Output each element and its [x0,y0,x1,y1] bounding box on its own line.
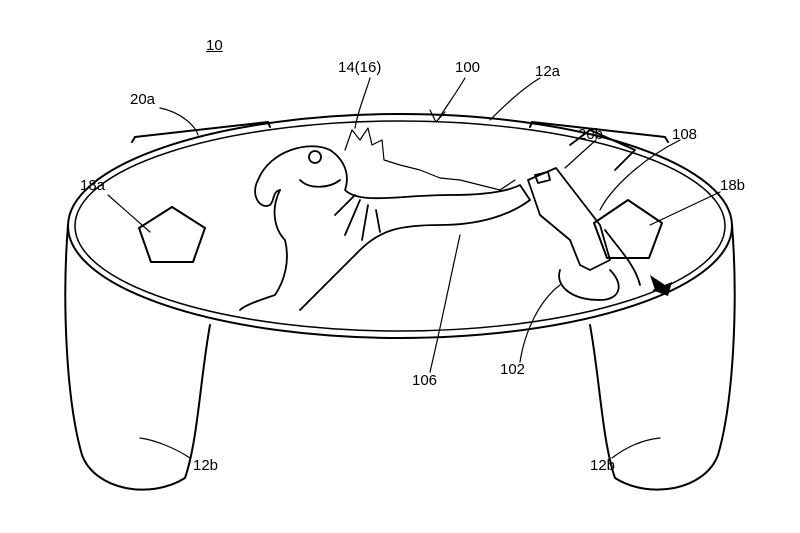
label-button-20a: 20a [130,91,156,108]
hand-108 [569,129,641,286]
display-screen-inner [74,120,726,332]
label-button-18b: 18b [720,177,746,194]
figure-ref-10: 10 [206,37,223,54]
label-display: 14(16) [338,59,382,76]
label-button-20b: 20b [578,126,604,143]
button-18b-pentagon [593,199,663,259]
display-screen-outer [67,113,733,339]
button-20b [529,121,669,143]
label-creature: 106 [412,372,438,389]
label-gun: 102 [500,361,526,378]
controller-body-outline-right [589,224,736,491]
creature-106 [239,127,531,311]
label-grip-left: 12b [193,457,219,474]
button-20a [131,121,271,143]
label-image: 100 [455,59,481,76]
label-hand: 108 [672,126,698,143]
label-button-18a: 18a [80,177,106,194]
label-housing-top: 12a [535,63,561,80]
controller-body-outline [64,224,211,491]
button-18a-pentagon [138,206,206,263]
gun-102 [527,167,620,301]
label-grip-right: 12b [590,457,616,474]
